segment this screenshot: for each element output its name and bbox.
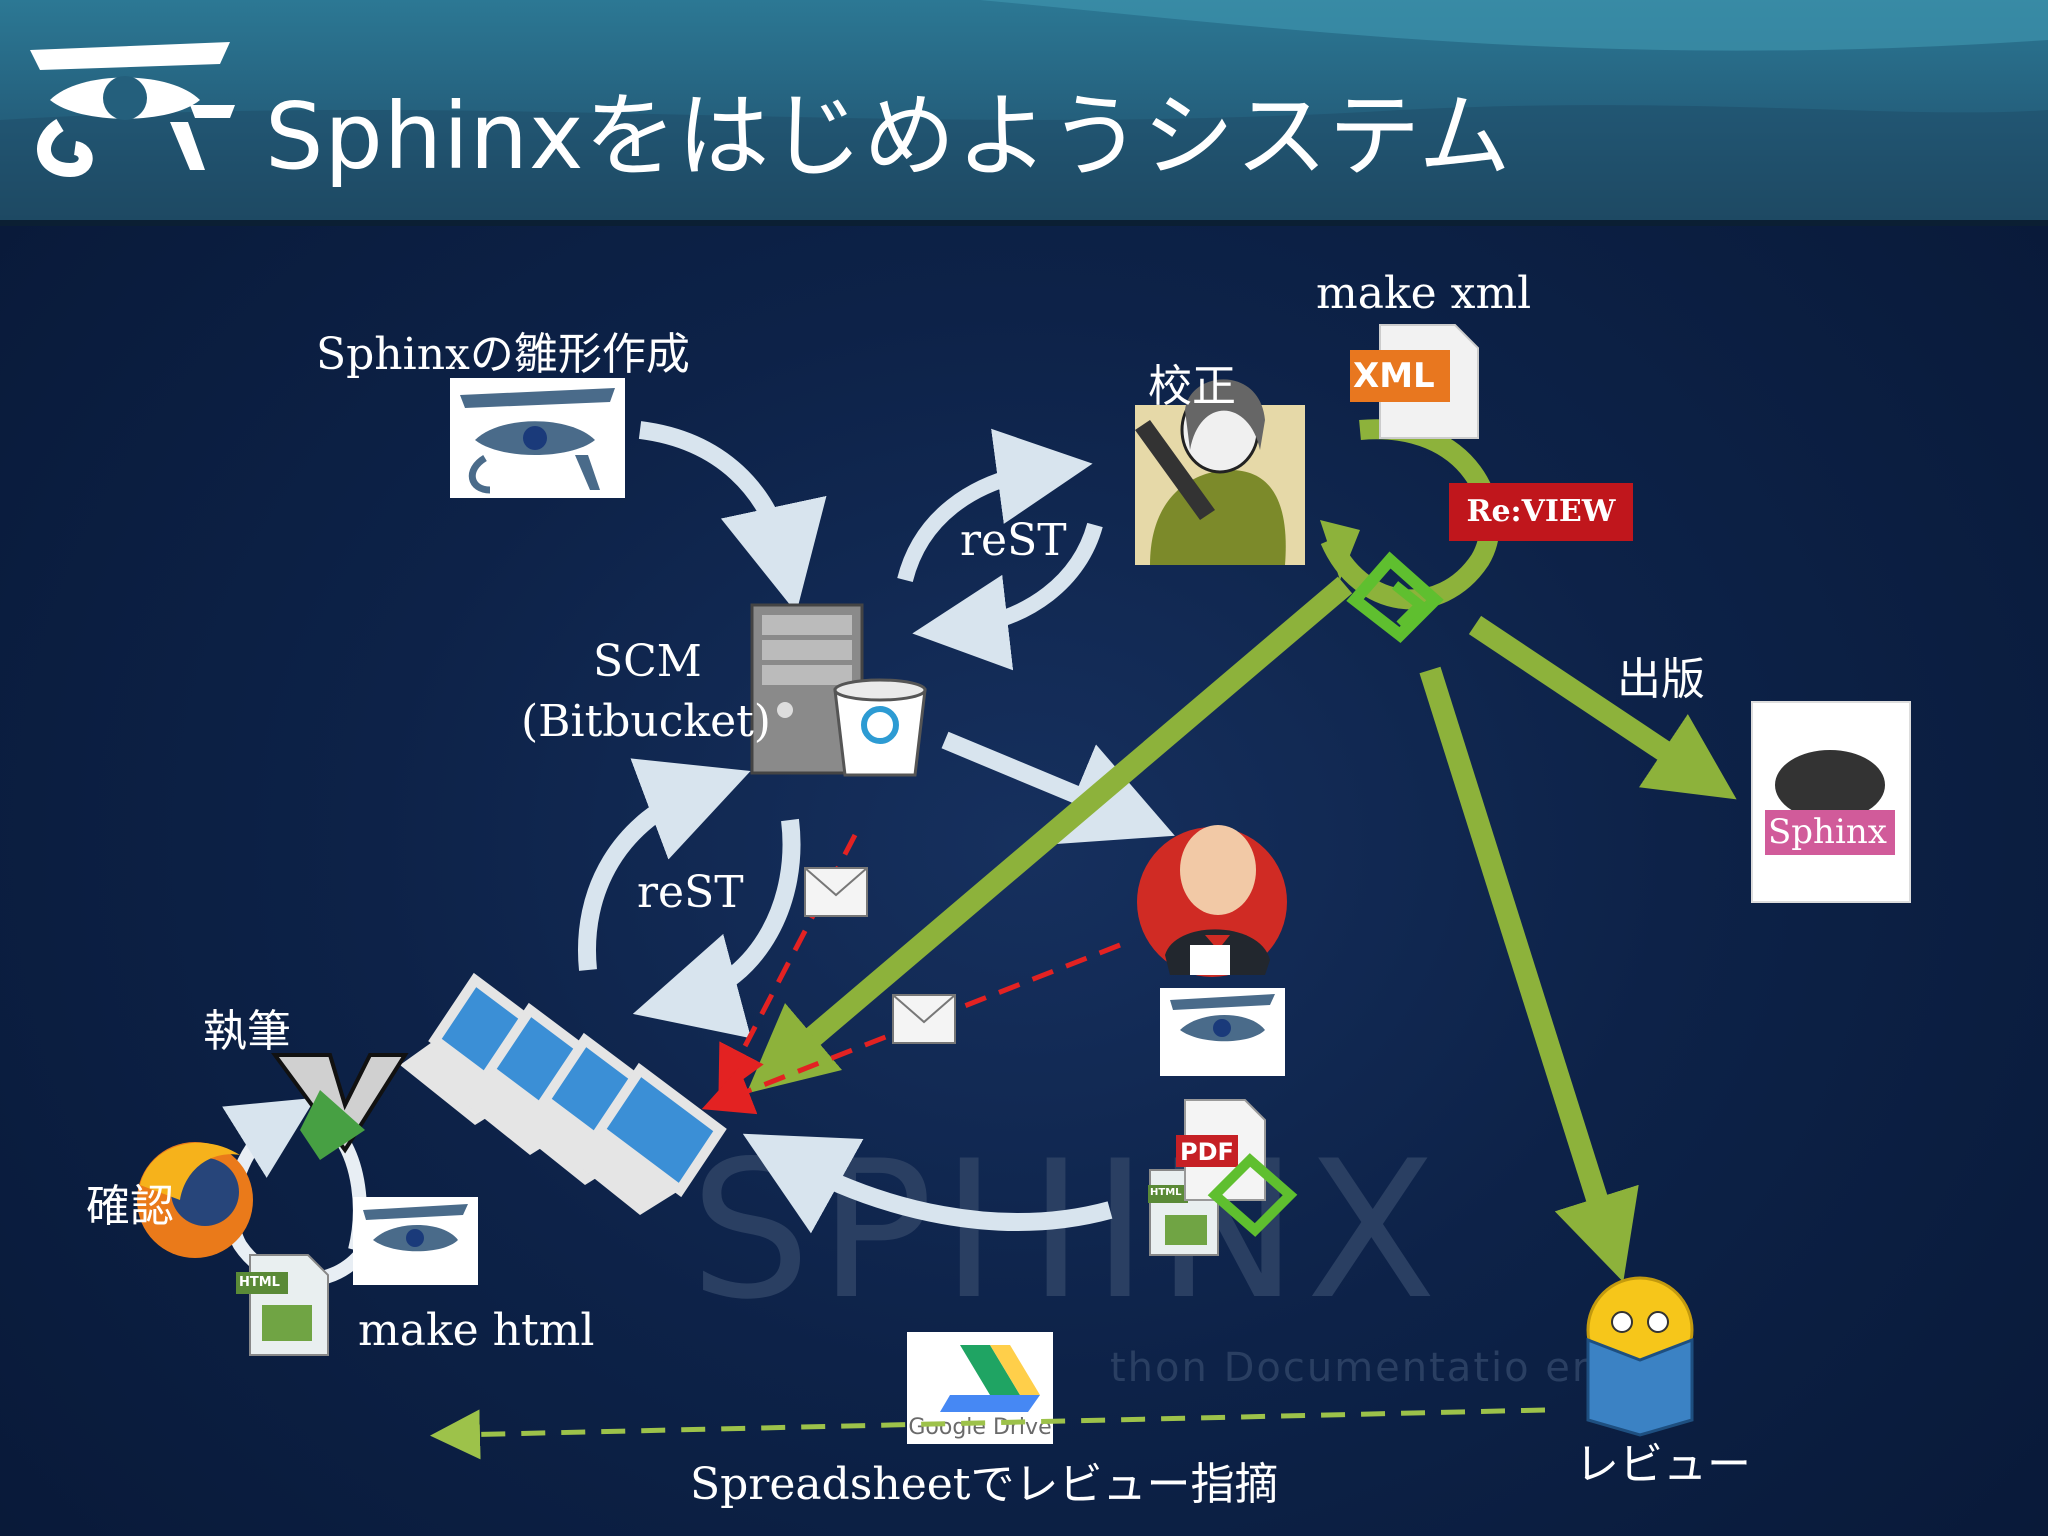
spreadsheet-review-label: Spreadsheetでレビュー指摘 [690, 1459, 1279, 1510]
eye-of-horus-logo-icon [30, 42, 235, 178]
html-file-label: HTML [239, 1275, 280, 1290]
scm-label-line1: SCM [593, 636, 702, 687]
jenkins-sphinx-badge [1160, 988, 1285, 1076]
check-label: 確認 [86, 1181, 174, 1232]
xml-file-icon [1350, 324, 1479, 439]
laptops-icon [400, 972, 727, 1215]
writing-label: 執筆 [203, 1006, 291, 1057]
header-wave-decoration [0, 0, 2048, 220]
pdf-file-icon [1176, 1099, 1266, 1201]
sphinx-book-cover-icon [1751, 701, 1911, 903]
arrow-scm-to-laptops [632, 818, 801, 1039]
html-file-icon [236, 1254, 329, 1356]
arrow-laptops-to-scm [578, 758, 751, 971]
scm-label-line2: (Bitbucket) [521, 696, 771, 747]
rest-label-top: reST [960, 515, 1067, 566]
book-title-label: Sphinx [1768, 812, 1887, 852]
review-label: レビュー [1575, 1439, 1751, 1490]
mail-envelope-icon-2 [892, 994, 956, 1044]
make-xml-label: make xml [1316, 268, 1532, 319]
slide-title: Sphinxをはじめようシステム [265, 83, 1512, 190]
proofread-label: 校正 [1148, 361, 1236, 412]
proofreader-icon [1135, 379, 1305, 565]
arrow-output-to-laptops [742, 1133, 1113, 1234]
firefox-icon [137, 1142, 253, 1258]
arrow-to-publish-green [1468, 615, 1737, 800]
sphinx-watermark-subtext: thon Documentatio erator [1110, 1345, 1680, 1391]
vim-icon [271, 1053, 409, 1160]
xml-file-label: XML [1353, 356, 1435, 396]
scm-server-icon [750, 603, 864, 775]
arrow-proofread-to-scm [912, 522, 1103, 671]
reviewer-reading-icon [1586, 1276, 1694, 1437]
arrow-to-laptops-green [746, 576, 1353, 1094]
epub-icon [1346, 551, 1444, 643]
rest-label-bottom: reST [637, 867, 744, 918]
output-epub-icon [1207, 1153, 1298, 1237]
review-tool-badge: Re:VIEW [1449, 483, 1633, 541]
pdf-file-label: PDF [1180, 1138, 1234, 1166]
publish-label: 出版 [1617, 654, 1705, 705]
google-drive-icon [940, 1345, 1040, 1412]
template-label: Sphinxの雛形作成 [316, 329, 690, 380]
jenkins-icon [1137, 825, 1287, 977]
sphinx-template-icon [450, 378, 625, 498]
arrow-to-review-green [1419, 666, 1639, 1282]
make-html-label: make html [358, 1305, 595, 1356]
output-html-file-label: HTML [1150, 1187, 1182, 1198]
review-dashed-arrow [430, 1407, 1546, 1460]
mail-envelope-icon-1 [804, 867, 868, 917]
local-sphinx-badge [353, 1197, 478, 1285]
arrow-template-to-scm [638, 421, 827, 613]
bitbucket-icon [833, 678, 927, 777]
header-bar: Sphinxをはじめようシステム [0, 0, 2048, 226]
google-drive-label: Google Drive [908, 1415, 1052, 1440]
arrow-scm-to-proofread [897, 428, 1093, 583]
